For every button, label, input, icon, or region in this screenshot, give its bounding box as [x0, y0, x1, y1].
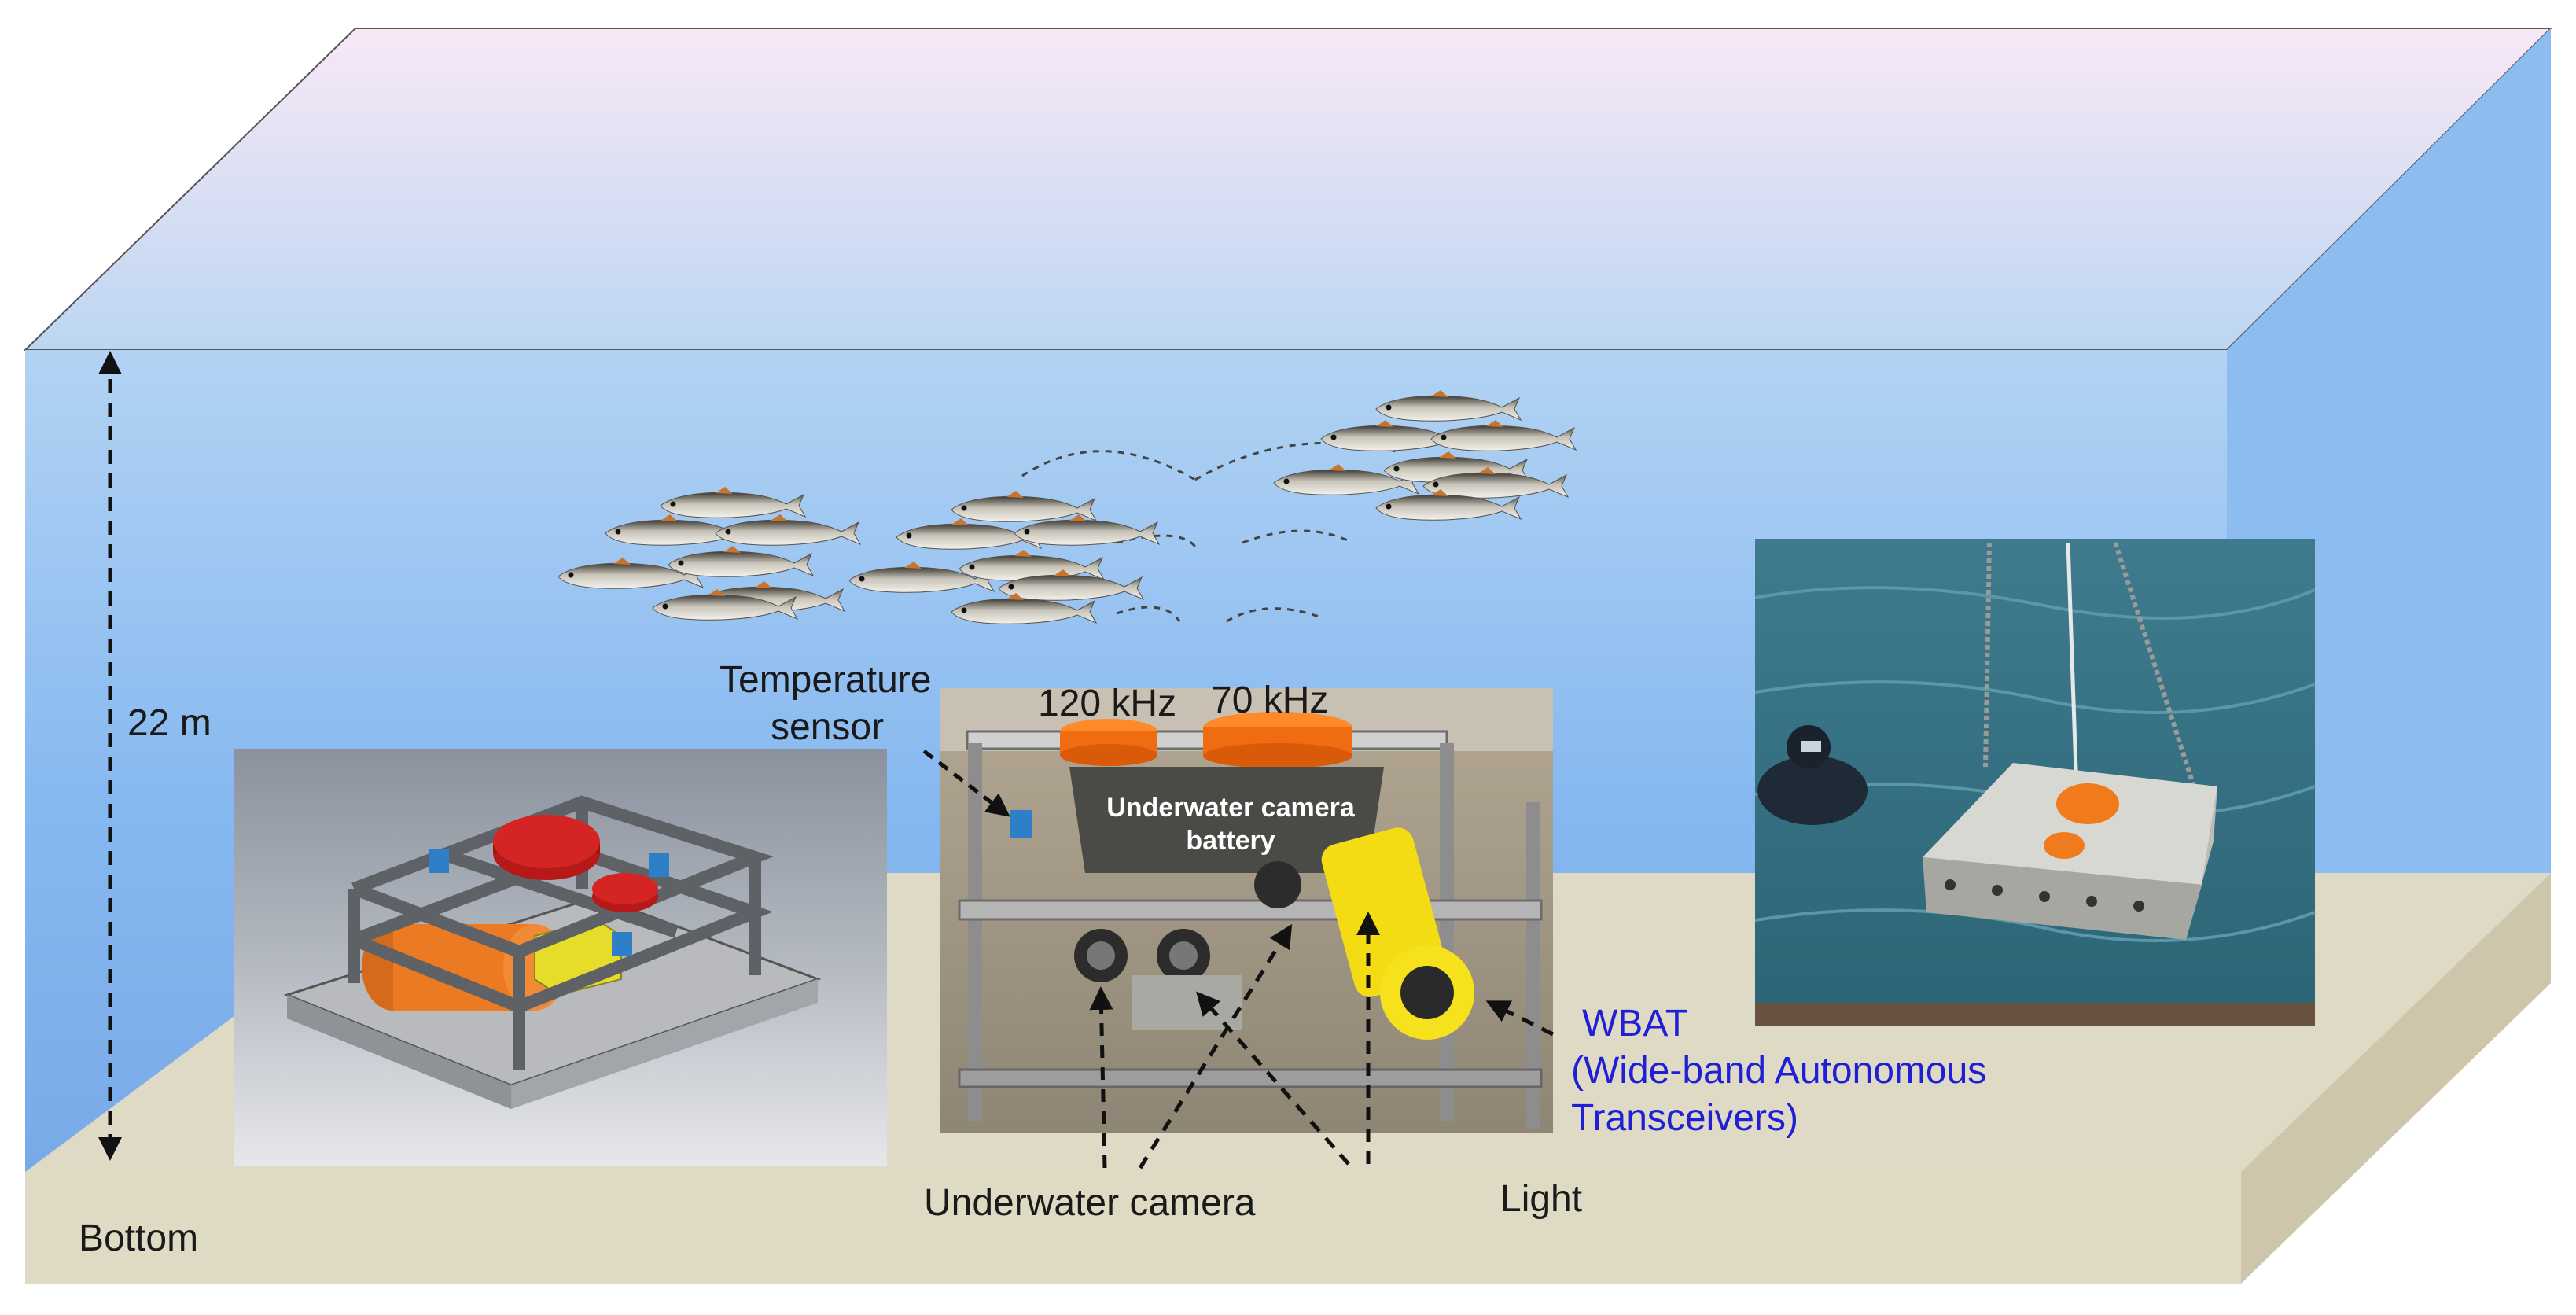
seabed-side [2241, 873, 2551, 1284]
sea-surface-plane [23, 28, 2553, 351]
camera-battery-label-line1: Underwater camera [1106, 793, 1356, 823]
freq-120-label: 120 kHz [1038, 683, 1176, 724]
cad-frame-illustration [234, 749, 887, 1166]
temperature-sensor-label-line1: Temperature [719, 659, 931, 701]
camera-battery-label-line2: battery [1186, 826, 1275, 856]
camera-pointers [1089, 912, 1555, 1170]
bottom-label: Bottom [79, 1217, 198, 1259]
deployment-photo [1754, 539, 2316, 1026]
light-label: Light [1500, 1178, 1582, 1220]
depth-label: 22 m [127, 702, 212, 744]
seabed-front [25, 1172, 2241, 1284]
equipment-photo: Underwater camera battery [940, 688, 1553, 1133]
temperature-sensor-label-line2: sensor [771, 706, 884, 748]
wbat-label-line1: WBAT [1582, 1003, 1688, 1044]
underwater-camera-label: Underwater camera [924, 1182, 1256, 1224]
wbat-label-line2: (Wide-band Autonomous [1571, 1050, 1986, 1092]
freq-70-label: 70 kHz [1211, 680, 1328, 721]
wbat-label-line3: Transceivers) [1571, 1097, 1798, 1139]
